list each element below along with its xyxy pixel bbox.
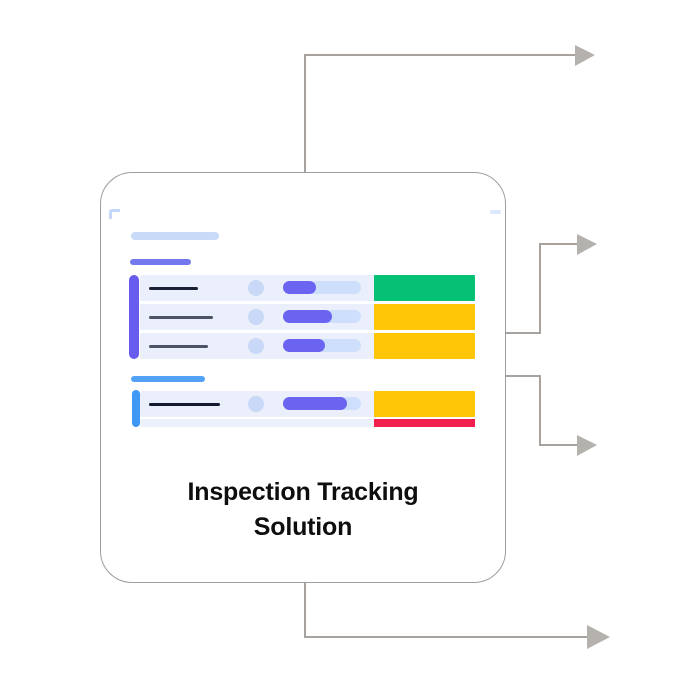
board-row xyxy=(140,304,475,330)
group-accent-bar xyxy=(132,390,140,427)
avatar-dot xyxy=(248,309,264,325)
faded-edge-mark xyxy=(490,210,501,214)
status-cell xyxy=(374,391,475,417)
arrowhead-icon xyxy=(587,625,610,649)
card-title: Inspection Tracking Solution xyxy=(101,475,505,545)
arrowhead-icon xyxy=(575,45,595,66)
board-row xyxy=(140,391,475,417)
row-label-skeleton xyxy=(149,286,198,290)
card-title-line-2: Solution xyxy=(253,513,353,541)
status-cell xyxy=(374,333,475,359)
board-title-skeleton xyxy=(131,232,219,240)
progress-pill xyxy=(283,339,325,352)
progress-pill xyxy=(283,397,347,410)
progress-pill xyxy=(283,281,316,294)
group-title-skeleton xyxy=(130,259,191,265)
connector-branch-lower xyxy=(505,375,597,456)
faded-corner-mark xyxy=(109,209,120,219)
row-label-skeleton xyxy=(149,315,213,319)
row-label-skeleton xyxy=(149,402,220,406)
connector-top xyxy=(304,45,595,172)
status-cell xyxy=(374,419,475,427)
group-accent-bar xyxy=(129,275,139,359)
connector-bottom xyxy=(304,583,610,649)
solution-card: Inspection Tracking Solution xyxy=(100,172,506,583)
board-row-thin xyxy=(140,419,475,427)
board-row xyxy=(140,333,475,359)
group-title-skeleton xyxy=(131,376,205,382)
connector-branch-upper xyxy=(505,234,597,334)
board-row xyxy=(140,275,475,301)
status-cell xyxy=(374,275,475,301)
row-label-skeleton xyxy=(149,344,208,348)
arrowhead-icon xyxy=(577,435,597,456)
card-title-line-1: Inspection Tracking xyxy=(187,478,419,506)
status-cell xyxy=(374,304,475,330)
board-mockup xyxy=(101,173,505,582)
avatar-dot xyxy=(248,396,264,412)
arrowhead-icon xyxy=(577,234,597,255)
avatar-dot xyxy=(248,338,264,354)
progress-pill xyxy=(283,310,332,323)
avatar-dot xyxy=(248,280,264,296)
